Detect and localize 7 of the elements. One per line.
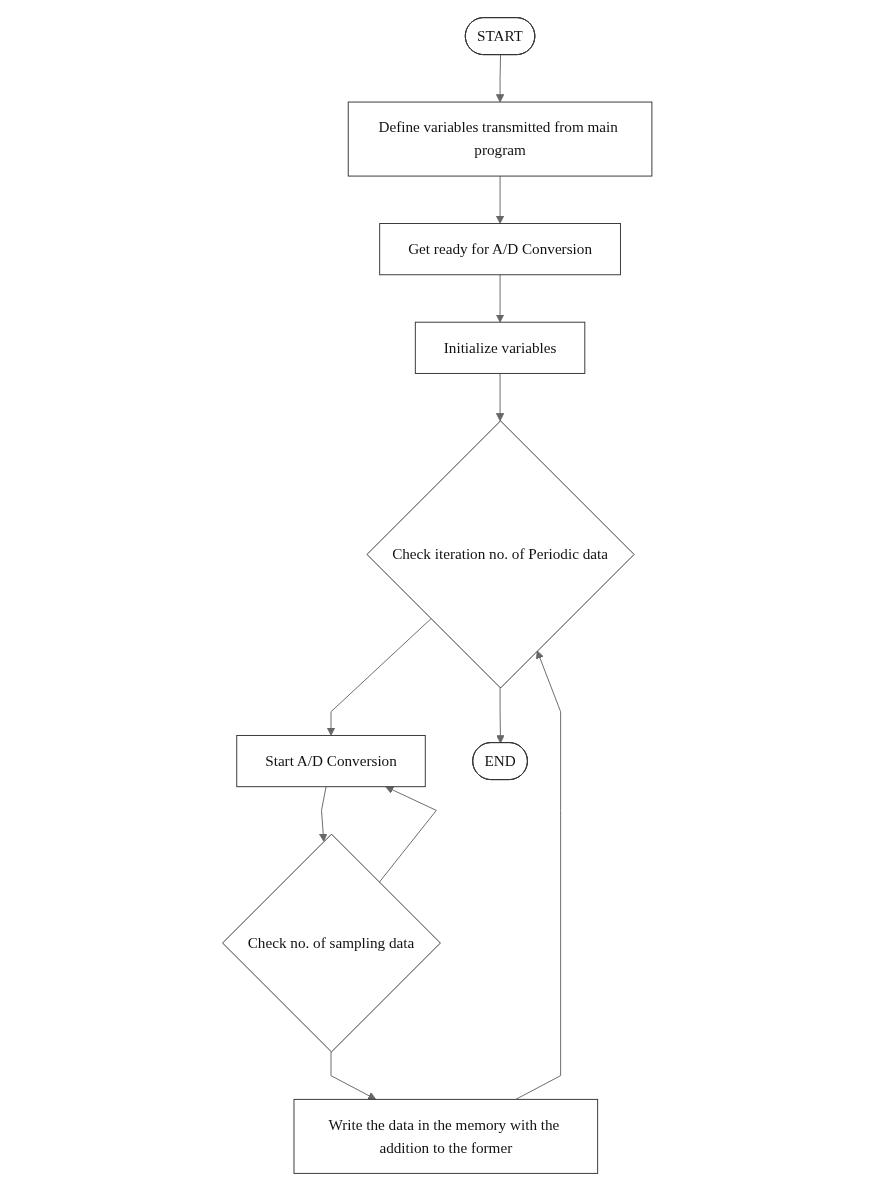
node-box: Write the data in the memory with the addition to the former — [293, 1098, 599, 1174]
node-diamond: Check iteration no. of Periodic data — [366, 420, 635, 689]
node-box: Start A/D Conversion — [236, 734, 426, 788]
node-box: Initialize variables — [415, 321, 586, 374]
node-box: Get ready for A/D Conversion — [379, 223, 622, 276]
node-diamond: Check no. of sampling data — [222, 833, 442, 1053]
node-box: Define variables transmitted from main program — [348, 101, 653, 177]
